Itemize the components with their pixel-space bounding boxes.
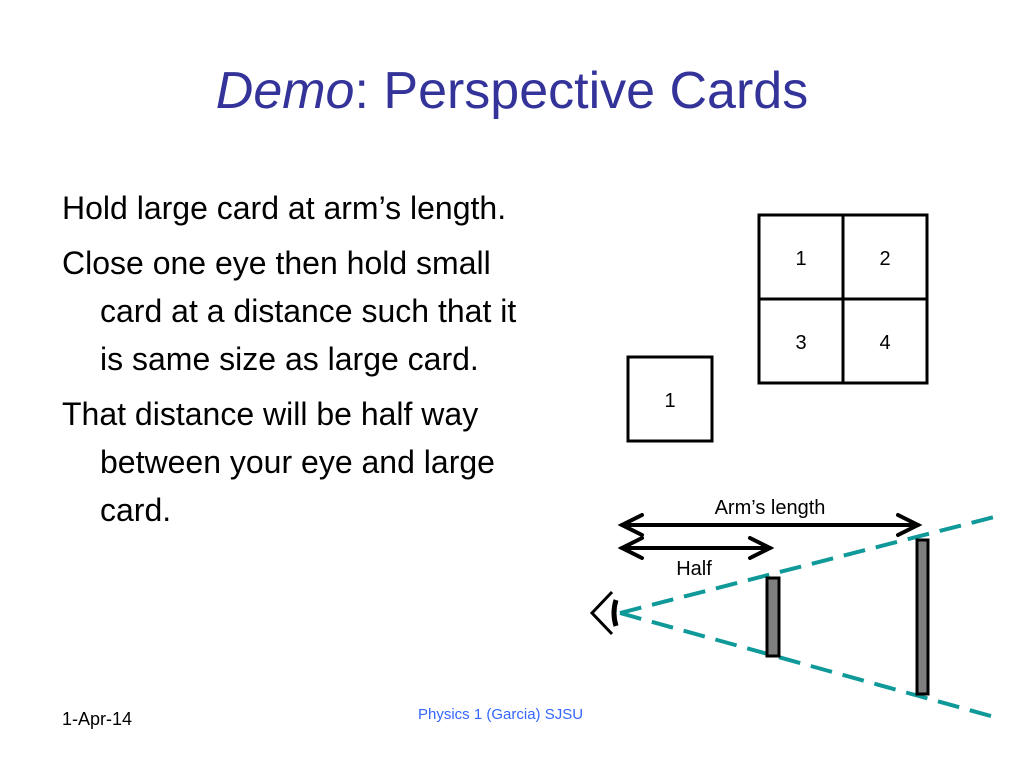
title-rest: : Perspective Cards [354, 62, 809, 120]
lower-sight-line [619, 611, 999, 720]
half-arrow [617, 536, 775, 560]
small-card: 1 [626, 355, 714, 443]
arrow-head-left-icon [617, 536, 644, 560]
small-card-label: 1 [664, 390, 675, 412]
large-card-cell-1: 1 [795, 248, 806, 270]
large-card-cell-4: 4 [879, 332, 890, 354]
bullet-list: Hold large card at arm’s length. Close o… [62, 184, 532, 541]
small-card-border [626, 355, 714, 443]
small-card-side-view [765, 576, 781, 658]
large-card-cell-2: 2 [879, 248, 890, 270]
arrow-head-right-icon [748, 536, 775, 560]
bullet-item: That distance will be half way between y… [62, 396, 495, 528]
footer-center-text: Physics 1 (Garcia) SJSU [418, 706, 584, 723]
arms-length-arrow [617, 513, 923, 537]
arrow-head-left-icon [617, 513, 644, 537]
bullet-item: Close one eye then hold small card at a … [62, 245, 517, 377]
large-card: 1 2 3 4 [757, 213, 929, 385]
large-card-cell-3: 3 [795, 332, 806, 354]
slide-title: Demo: Perspective Cards [0, 62, 1024, 122]
footer-date: 1-Apr-14 [62, 709, 133, 729]
arrow-head-right-icon [896, 513, 923, 537]
eye-icon [589, 590, 619, 636]
bullet-item: Hold large card at arm’s length. [62, 190, 507, 226]
large-card-side-view [915, 538, 930, 696]
arms-length-label: Arm’s length [715, 497, 826, 519]
half-label: Half [676, 558, 712, 580]
title-emphasis: Demo [215, 62, 355, 120]
